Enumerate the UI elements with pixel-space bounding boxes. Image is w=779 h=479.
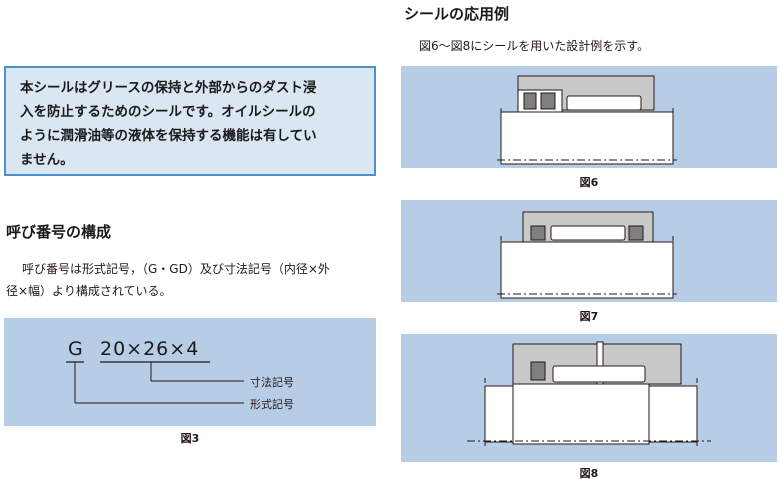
figure-3-caption: 図3: [180, 432, 200, 445]
figure-8-panel: [401, 334, 777, 462]
dimension-code-label: 寸法記号: [250, 376, 294, 389]
figure-6-drawing: [497, 75, 677, 165]
figure-3-panel: G 20×26×4 寸法記号 形式記号: [4, 318, 376, 426]
notice-line: 本シールはグリースの保持と外部からのダスト浸: [20, 80, 317, 96]
figure-6-caption: 図6: [579, 176, 599, 189]
designation-heading: 呼び番号の構成: [6, 223, 112, 241]
type-code-label: 形式記号: [250, 398, 294, 411]
designation-text-line-2: 径×幅）より構成されている。: [6, 284, 172, 298]
application-intro: 図6～図8にシールを用いた設計例を示す。: [419, 39, 650, 53]
notice-line: 入を防止するためのシールです。オイルシールの: [20, 104, 316, 120]
figure-8-caption: 図8: [579, 467, 599, 479]
dimension-code: 20×26×4: [100, 338, 200, 360]
designation-text-line-1: 呼び番号は形式記号，（G・GD）及び寸法記号（内径×外: [22, 262, 330, 276]
figure-7-drawing: [497, 211, 677, 299]
notice-line: ません。: [20, 152, 74, 168]
series-code: G: [68, 338, 83, 360]
application-heading: シールの応用例: [404, 5, 510, 23]
figure-6-panel: [401, 66, 777, 168]
notice-line: ように潤滑油等の液体を保持する機能は有してい: [20, 128, 317, 144]
figure-7-panel: [401, 200, 777, 302]
figure-7-caption: 図7: [579, 310, 599, 323]
notice-box: 本シールはグリースの保持と外部からのダスト浸 入を防止するためのシールです。オイ…: [4, 66, 376, 176]
figure-8-drawing: [467, 341, 711, 446]
notice-text: 本シールはグリースの保持と外部からのダスト浸 入を防止するためのシールです。オイ…: [20, 76, 370, 172]
designation-leader-lines: [66, 361, 244, 404]
